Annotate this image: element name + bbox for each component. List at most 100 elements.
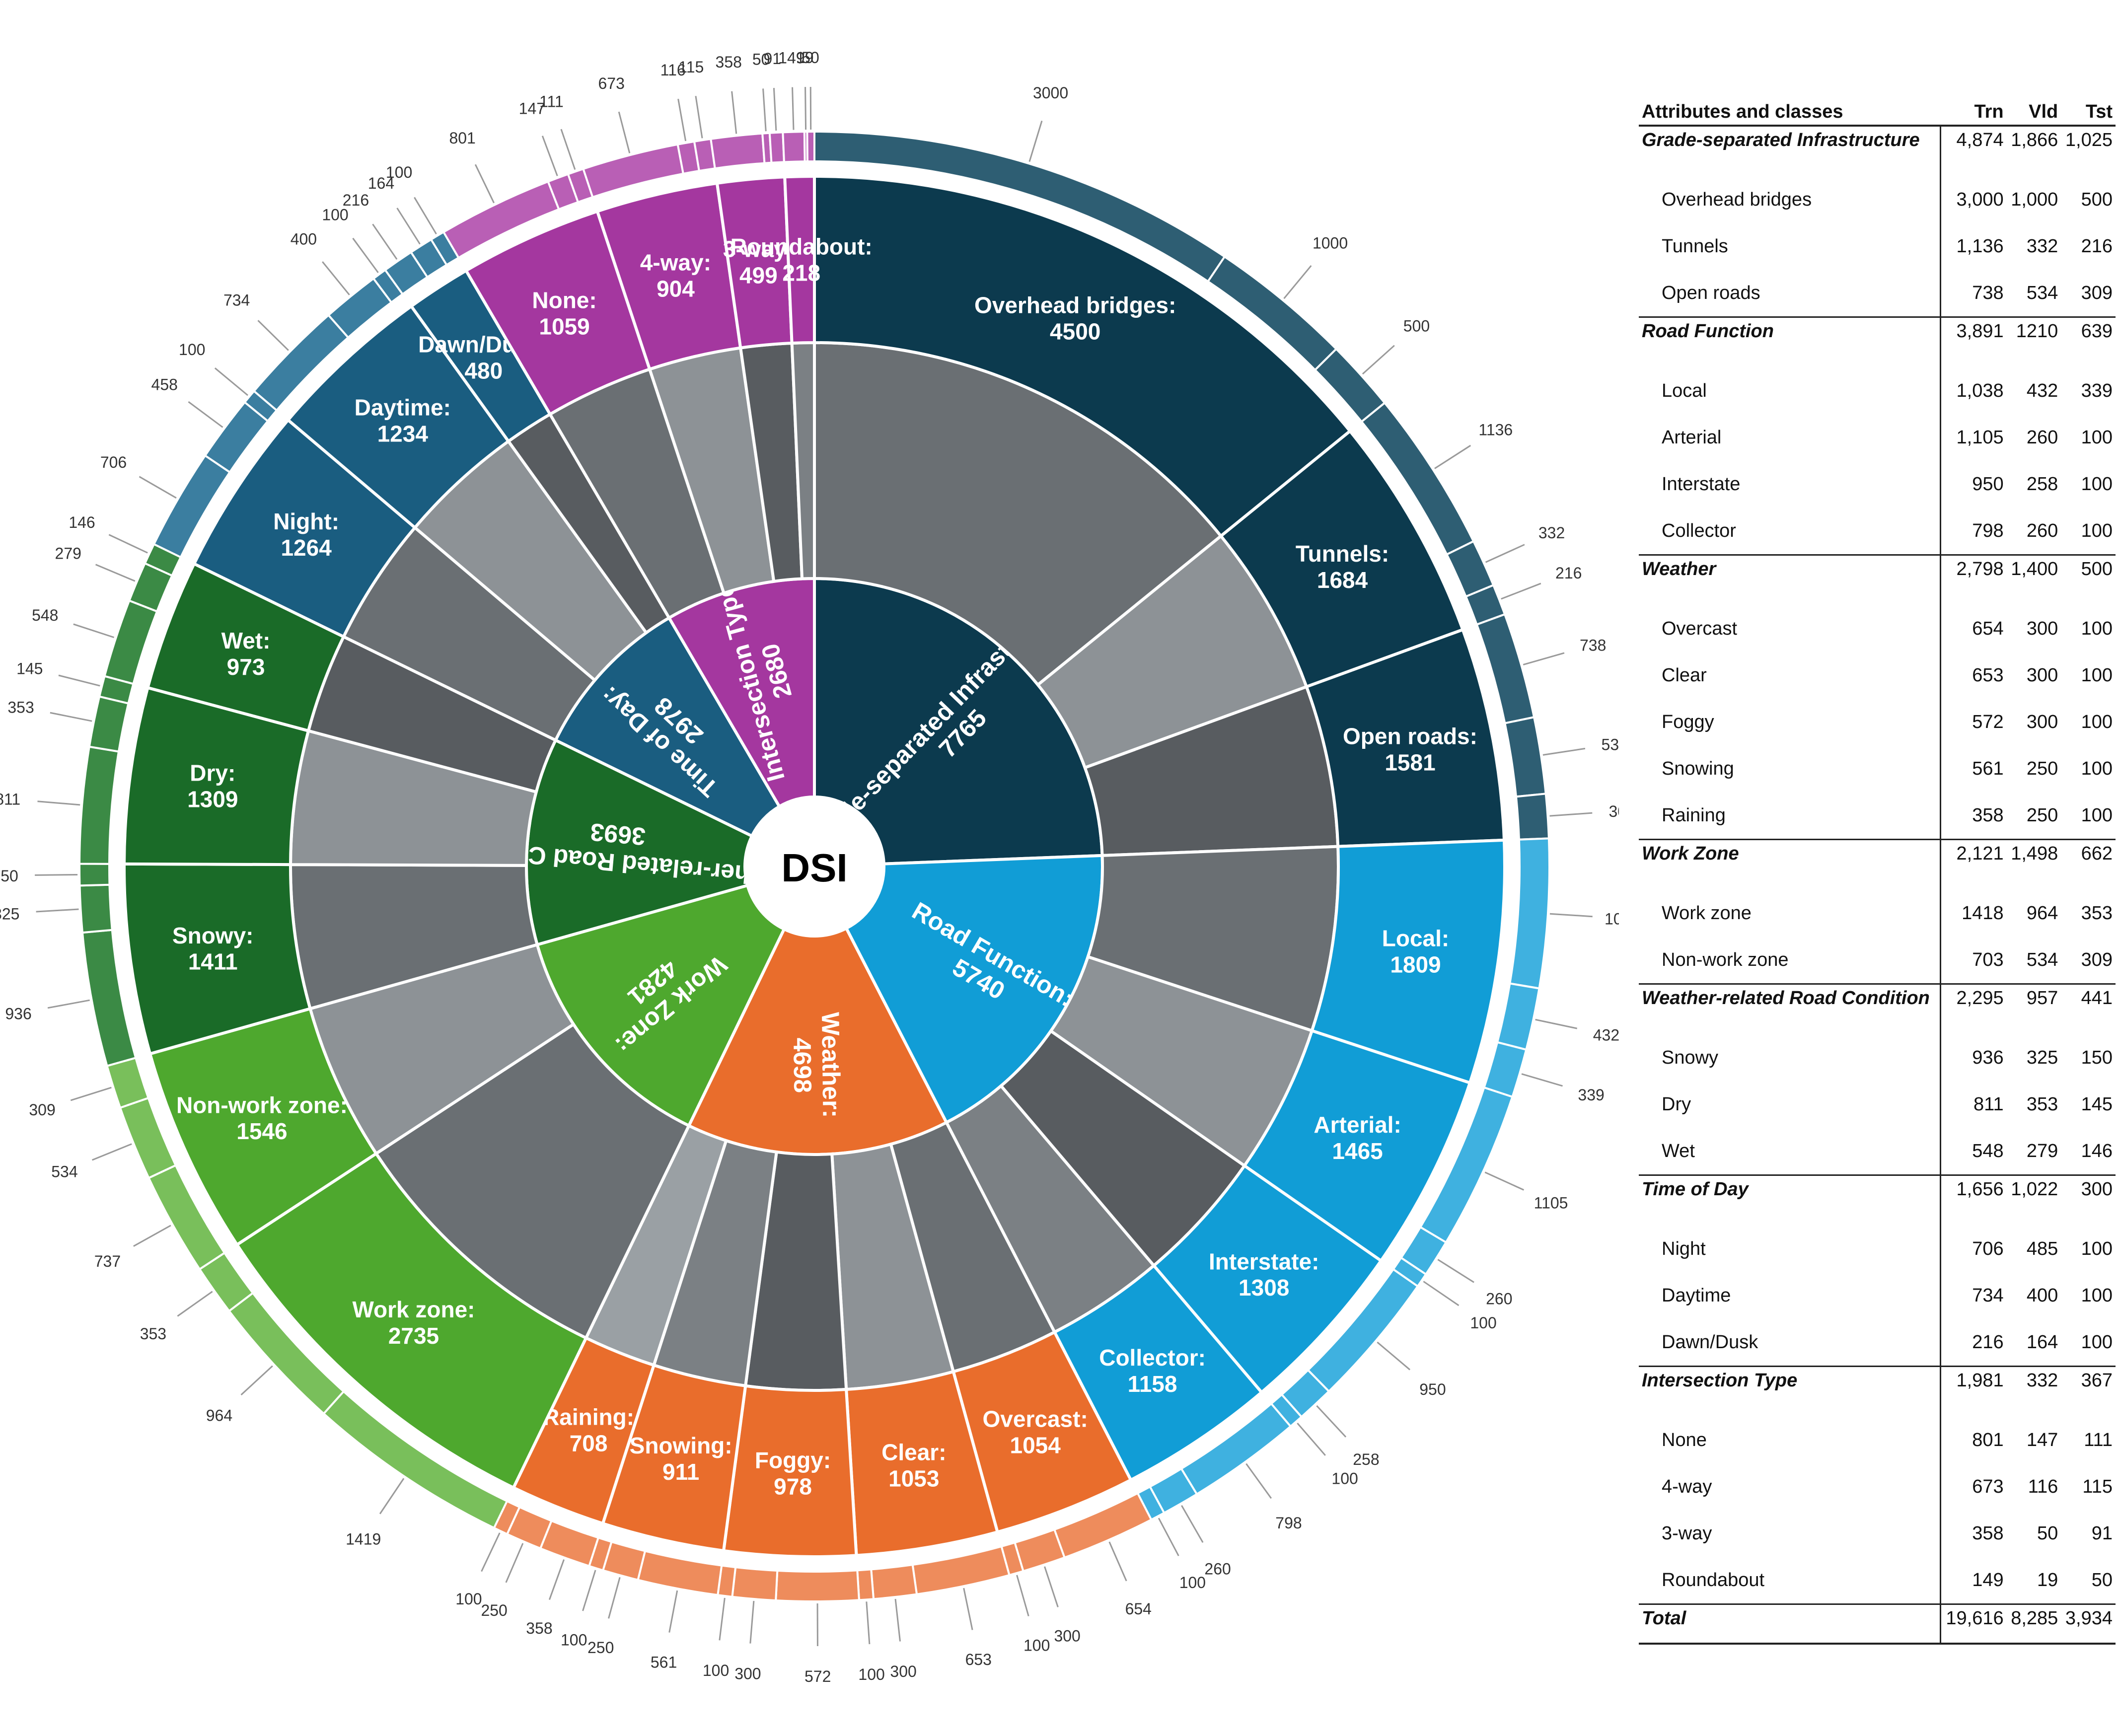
row-trn: 1,038 — [1940, 367, 2007, 414]
split-snowy-0 — [81, 929, 137, 1068]
leader-local-2 — [1521, 1073, 1563, 1087]
leader-tunnels-1 — [1485, 544, 1525, 563]
label-open-roads: Open roads:1581 — [1343, 723, 1477, 776]
split-value-none-1: 147 — [519, 99, 545, 117]
label-local: Local:1809 — [1382, 926, 1449, 978]
split-value-dry-2: 145 — [16, 659, 43, 677]
row-trn: 801 — [1940, 1417, 2007, 1463]
row-tst: 145 — [2081, 1093, 2113, 1115]
row-vld: 300 — [2026, 711, 2058, 732]
split-value-overhead-bridges-0: 3000 — [1033, 84, 1068, 102]
leader-arterial-1 — [1437, 1259, 1474, 1283]
leader-wet-0 — [73, 623, 115, 639]
split-local-1 — [1496, 982, 1540, 1051]
split-value-3-way-1: 50 — [752, 51, 770, 69]
split-value-open-roads-0: 738 — [1580, 637, 1606, 654]
split-value-arterial-1: 260 — [1486, 1290, 1512, 1307]
row-tst: 100 — [2081, 758, 2113, 779]
label-4-way: 4-way:904 — [640, 250, 711, 302]
row-vld: 534 — [2026, 282, 2058, 303]
split-value-night-2: 100 — [179, 341, 205, 359]
split-value-foggy-0: 572 — [804, 1667, 831, 1685]
leader-raining-0 — [548, 1559, 565, 1600]
row-vld: 147 — [2026, 1429, 2058, 1450]
row-label-non-work-zone: Non-work zone — [1662, 949, 1789, 970]
row-vld: 260 — [2026, 520, 2058, 541]
split-value-local-1: 432 — [1593, 1026, 1619, 1044]
row-trn: 1,105 — [1940, 414, 2007, 461]
row-vld: 164 — [2026, 1331, 2058, 1353]
row-tst: 111 — [2084, 1429, 2113, 1450]
row-vld: 400 — [2026, 1285, 2058, 1306]
split-value-work-zone-0: 1419 — [346, 1530, 381, 1548]
group-tst: 1,025 — [2065, 130, 2113, 150]
split-value-snowing-2: 100 — [561, 1631, 587, 1649]
row-label-foggy: Foggy — [1662, 711, 1714, 732]
leader-work-zone-0 — [379, 1478, 405, 1515]
split-value-daytime-0: 734 — [223, 291, 250, 309]
split-value-night-0: 706 — [100, 453, 127, 471]
group-label-weather-related-road-condition: Weather-related Road Condition — [1639, 983, 1941, 1034]
row-trn: 3,000 — [1940, 176, 2007, 223]
label-wet: Wet:973 — [221, 628, 271, 680]
leader-interstate-1 — [1316, 1405, 1347, 1438]
split-value-collector-1: 260 — [1204, 1560, 1231, 1578]
group-trn: 2,295 — [1940, 983, 2007, 1034]
row-vld: 279 — [2026, 1140, 2058, 1161]
row-label-local: Local — [1662, 380, 1707, 401]
label-collector: Collector:1158 — [1099, 1345, 1206, 1397]
row-label-none: None — [1662, 1429, 1707, 1450]
sunburst-chart: Grade-separated Infrastructure:7765Overh… — [0, 49, 1619, 1685]
split-value-raining-2: 100 — [455, 1590, 482, 1608]
row-tst: 115 — [2082, 1476, 2113, 1497]
total-tst: 3,934 — [2061, 1603, 2116, 1645]
row-tst: 100 — [2081, 1331, 2113, 1353]
row-trn: 738 — [1940, 270, 2007, 317]
split-value-collector-0: 798 — [1275, 1514, 1302, 1532]
split-value-dry-0: 811 — [0, 791, 20, 808]
split-clear-1 — [870, 1563, 918, 1600]
label-interstate: Interstate:1308 — [1209, 1248, 1319, 1301]
row-label-collector: Collector — [1662, 520, 1736, 541]
leader-daytime-0 — [257, 320, 289, 351]
split-wet-0 — [103, 599, 158, 685]
split-value-open-roads-2: 309 — [1608, 802, 1619, 820]
leader-overcast-1 — [1044, 1566, 1059, 1607]
row-label-roundabout: Roundabout — [1662, 1569, 1765, 1591]
leader-open-roads-1 — [1542, 747, 1586, 756]
row-vld: 50 — [2037, 1522, 2058, 1544]
group-trn: 3,891 — [1940, 316, 2007, 367]
row-label-daytime: Daytime — [1662, 1285, 1731, 1306]
split-dry-1 — [88, 695, 130, 753]
group-tst: 300 — [2061, 1174, 2116, 1226]
row-label-4-way: 4-way — [1662, 1476, 1712, 1497]
leader-snowing-2 — [582, 1570, 596, 1611]
label-snowing: Snowing:911 — [630, 1433, 732, 1485]
row-label-dry: Dry — [1662, 1093, 1691, 1115]
row-label-tunnels: Tunnels — [1662, 235, 1728, 257]
row-label-overcast: Overcast — [1662, 618, 1738, 639]
table-row: None 801 147 111 — [1639, 1417, 2116, 1463]
center-circle — [745, 797, 884, 936]
leader-3-way-2 — [773, 88, 777, 131]
split-dry-0 — [78, 745, 120, 865]
leader-local-1 — [1535, 1018, 1578, 1029]
label-non-work-zone: Non-work zone:1546 — [176, 1092, 348, 1144]
row-vld: 258 — [2026, 473, 2058, 495]
leader-interstate-0 — [1377, 1341, 1411, 1371]
label-weather: Weather:4698 — [788, 1012, 845, 1118]
leader-overhead-bridges-1 — [1283, 265, 1312, 299]
header-trn: Trn — [1940, 99, 2007, 127]
group-vld: 332 — [2006, 1366, 2061, 1417]
row-vld: 116 — [2028, 1476, 2058, 1497]
split-value-daytime-1: 400 — [291, 230, 317, 248]
leader-snowing-1 — [608, 1577, 621, 1619]
